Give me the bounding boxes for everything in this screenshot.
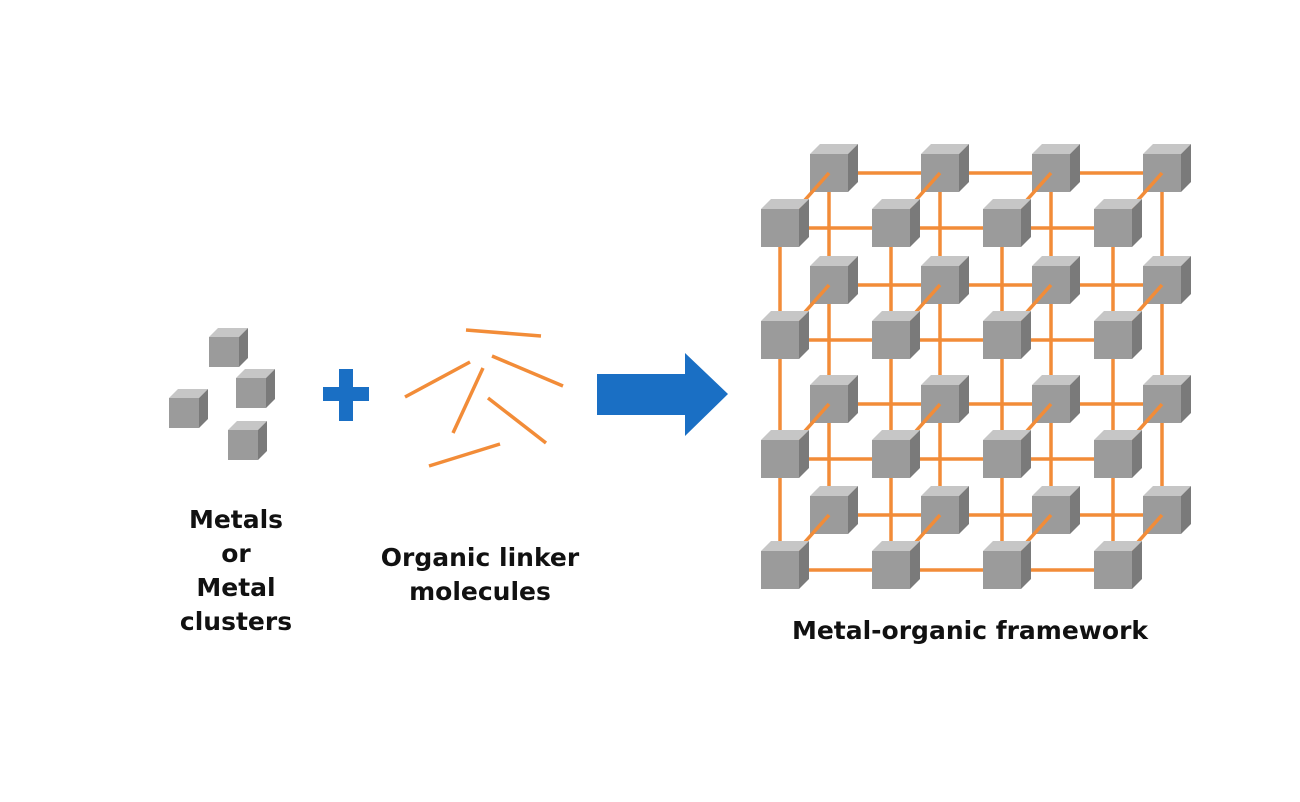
linker-stick-icon bbox=[428, 442, 501, 468]
metal-cube-icon bbox=[983, 311, 1031, 359]
linker-stick-icon bbox=[404, 360, 471, 399]
metal-cube-icon bbox=[983, 430, 1031, 478]
right-arrow-icon bbox=[597, 353, 728, 436]
metal-cube-icon bbox=[228, 421, 267, 460]
metal-cube-icon bbox=[236, 369, 275, 408]
organic-linkers-group bbox=[404, 328, 564, 468]
metal-cube-icon bbox=[209, 328, 248, 367]
framework-label: Metal-organic framework bbox=[791, 616, 1149, 645]
metal-cube-icon bbox=[872, 199, 920, 247]
metal-cube-icon bbox=[761, 541, 809, 589]
linker-stick-icon bbox=[465, 328, 542, 338]
metal-cube-icon bbox=[1143, 486, 1191, 534]
metal-cube-icon bbox=[169, 389, 208, 428]
metal-cube-icon bbox=[1094, 430, 1142, 478]
metal-cube-icon bbox=[761, 311, 809, 359]
metal-cube-icon bbox=[761, 199, 809, 247]
metal-cube-icon bbox=[1094, 311, 1142, 359]
metal-cube-icon bbox=[1032, 256, 1080, 304]
linker-stick-icon bbox=[451, 367, 485, 434]
metal-clusters-group bbox=[169, 328, 275, 460]
linker-stick-icon bbox=[486, 396, 548, 445]
metal-cube-icon bbox=[810, 256, 858, 304]
plus-horizontal-bar bbox=[323, 387, 369, 401]
linker-label-line2: molecules bbox=[409, 577, 551, 606]
metal-cube-icon bbox=[872, 430, 920, 478]
plus-icon bbox=[323, 369, 369, 421]
metal-cube-icon bbox=[872, 311, 920, 359]
metals-label-line1: Metals bbox=[188, 505, 284, 534]
metal-cube-icon bbox=[1094, 541, 1142, 589]
framework-front-nodes bbox=[761, 199, 1142, 589]
metal-cube-icon bbox=[872, 541, 920, 589]
linker-label: Organic linker molecules bbox=[370, 541, 590, 609]
metals-label-line3: Metal clusters bbox=[179, 573, 293, 636]
metal-cube-icon bbox=[983, 541, 1031, 589]
arrow-shape bbox=[597, 353, 728, 436]
metals-label-line2: or bbox=[221, 539, 251, 568]
metal-cube-icon bbox=[1094, 199, 1142, 247]
metals-label: Metals or Metal clusters bbox=[136, 503, 336, 639]
linker-stick-icon bbox=[491, 354, 564, 388]
linker-label-line1: Organic linker bbox=[380, 543, 580, 572]
framework-front-linkers bbox=[778, 226, 1115, 572]
metal-cube-icon bbox=[761, 430, 809, 478]
metal-cube-icon bbox=[983, 199, 1031, 247]
